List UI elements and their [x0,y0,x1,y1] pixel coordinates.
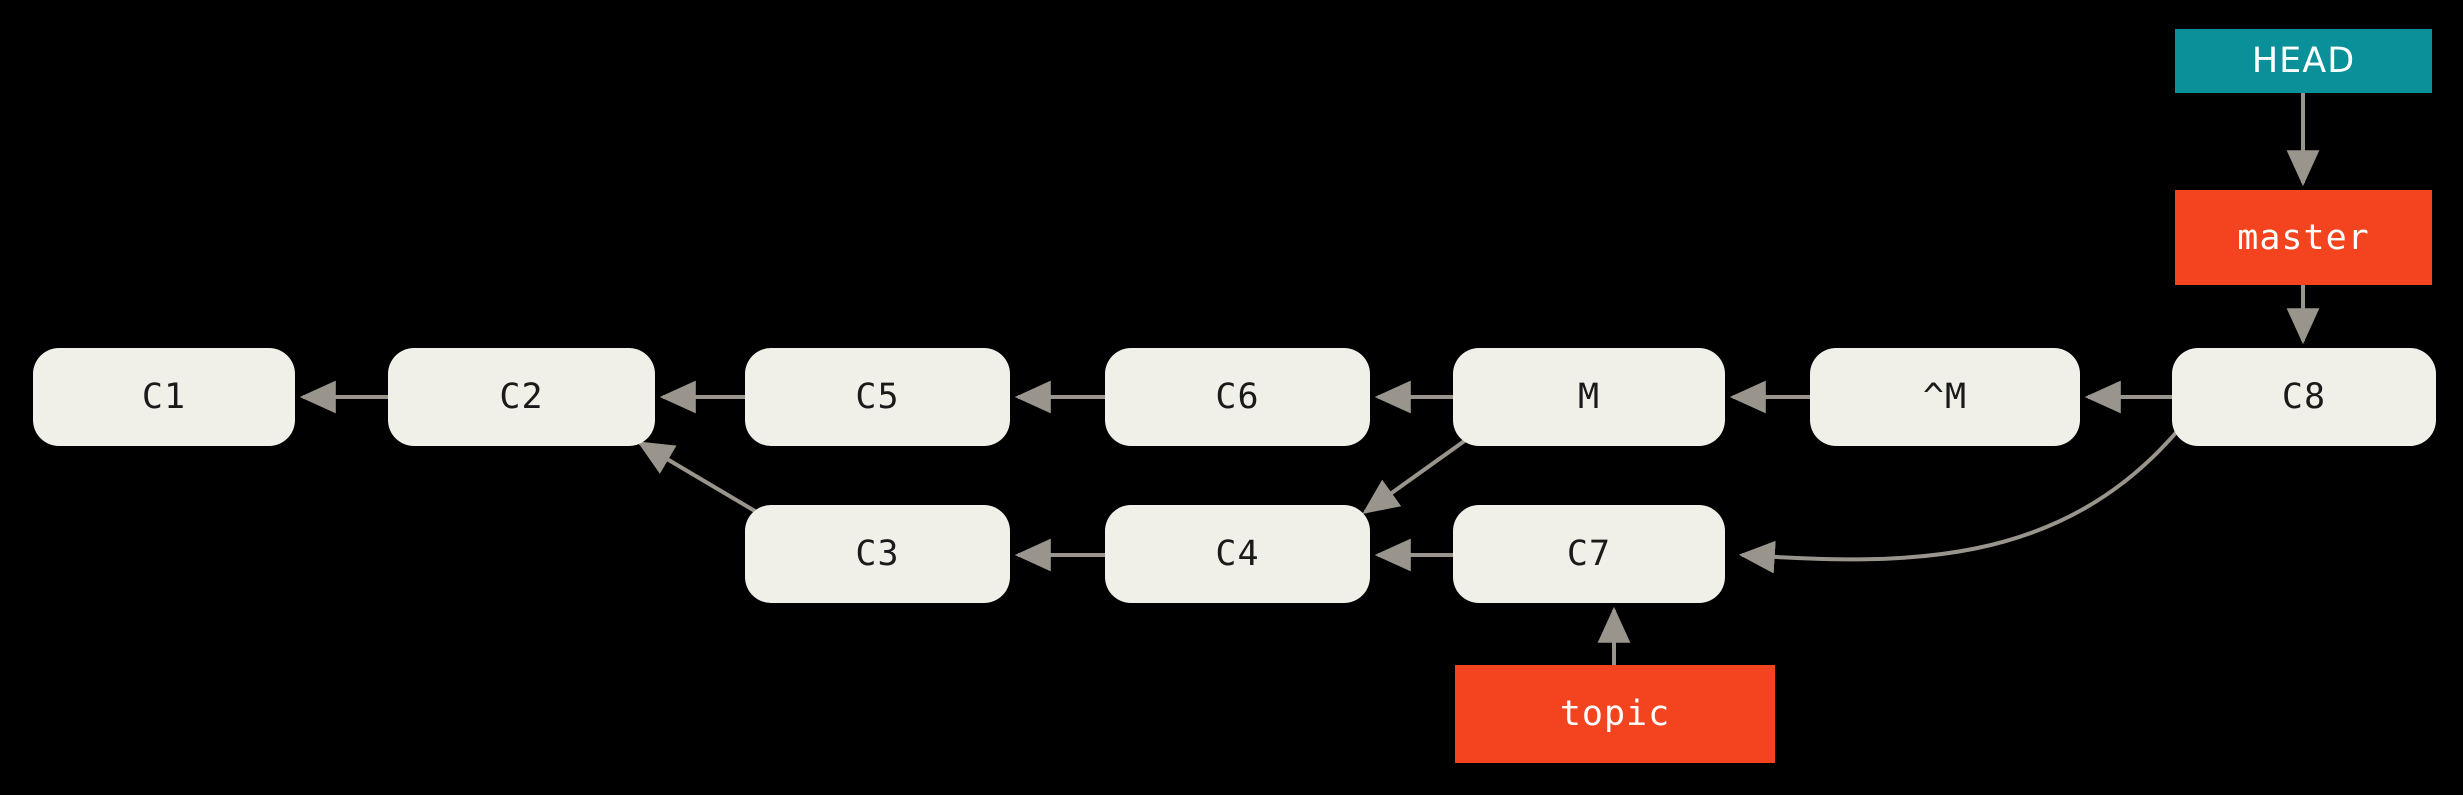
commit-node-m[interactable]: M [1453,348,1725,446]
commit-node-c4[interactable]: C4 [1105,505,1370,603]
ref-branch-topic[interactable]: topic [1455,665,1775,763]
commit-node-c5[interactable]: C5 [745,348,1010,446]
commit-label: ^M [1922,377,1968,417]
commit-label: C8 [2281,377,2327,417]
commit-label: C1 [141,377,187,417]
commit-node-c7[interactable]: C7 [1453,505,1725,603]
edge-c8-to-c7 [1738,426,2182,574]
commit-node-revert-m[interactable]: ^M [1810,348,2080,446]
commit-label: C7 [1566,534,1612,574]
commit-label: C3 [855,534,900,574]
commit-label: C6 [1215,377,1260,417]
commit-label: M [1577,377,1601,417]
commit-node-c3[interactable]: C3 [745,505,1010,603]
edge-m-to-c4 [1362,435,1472,514]
commit-label: C2 [499,377,544,417]
edge-c3-to-c2 [637,441,767,519]
ref-label: HEAD [2251,41,2356,81]
ref-head[interactable]: HEAD [2175,29,2432,93]
ref-label: topic [1559,694,1671,734]
commit-label: C4 [1215,534,1260,574]
commit-node-c2[interactable]: C2 [388,348,655,446]
commit-node-c8[interactable]: C8 [2172,348,2436,446]
commit-label: C5 [855,377,900,417]
commit-node-c1[interactable]: C1 [33,348,295,446]
ref-branch-master[interactable]: master [2175,190,2432,285]
commit-node-c6[interactable]: C6 [1105,348,1370,446]
ref-label: master [2237,217,2370,258]
